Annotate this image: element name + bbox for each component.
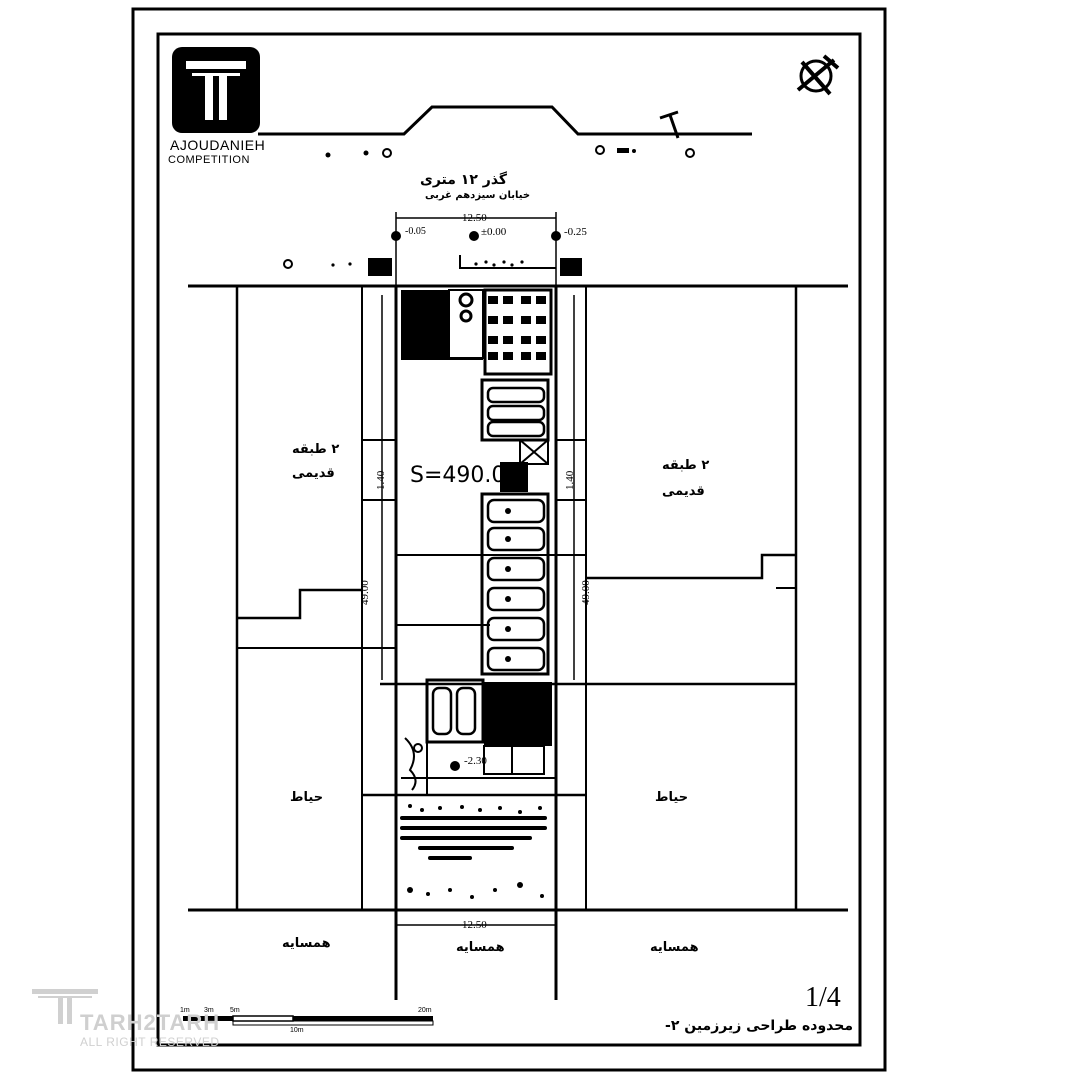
sheet-caption: محدوده طراحی زیرزمین ۲- (665, 1018, 853, 1034)
street-subtitle: خیابان سیزدهم غربی (425, 190, 531, 201)
street-title: گذر ۱۲ متری (420, 172, 508, 188)
level-courtyard: -2.30 (464, 755, 487, 767)
scale-bar-label-3m: 3m (204, 1007, 214, 1014)
watermark-title: TARH2TARH (80, 1010, 221, 1035)
right-yard-label: حیاط (655, 790, 689, 805)
t-letter-icon (186, 61, 246, 120)
right-building-label-line1: ۲ طبقه (662, 458, 710, 473)
dimension-width-bottom: 12.50 (462, 919, 487, 931)
left-building-label-line2: قدیمی (292, 466, 335, 481)
sheet-scale-ratio: 1/4 (805, 982, 841, 1013)
site-area-label: S=490.00 (410, 463, 520, 488)
bottom-left-neighbor-label: همسایه (282, 936, 331, 951)
brand-name-line1: AJOUDANIEH (170, 137, 266, 153)
right-building-label-line2: قدیمی (662, 484, 705, 499)
dimension-depth-right: 49.00 (580, 580, 592, 605)
watermark-subtitle: ALL RIGHT RESERVED (80, 1035, 220, 1049)
dimension-width-top: 12.50 (462, 212, 487, 224)
north-arrow-icon (796, 54, 840, 96)
level-center: ±0.00 (481, 226, 507, 238)
level-left: -0.05 (405, 226, 426, 237)
scale-bar-label-20m: 20m (418, 1007, 432, 1014)
dimension-depth-left: 49.00 (359, 580, 371, 605)
dimension-offset-left: 1.40 (375, 470, 387, 490)
bottom-right-neighbor-label: همسایه (650, 940, 699, 955)
watermark-logo-icon (32, 989, 98, 1024)
left-building-label-line1: ۲ طبقه (292, 442, 340, 457)
left-yard-label: حیاط (290, 790, 324, 805)
brand-logo (172, 47, 260, 133)
brand-name-line2: COMPETITION (168, 154, 250, 166)
scale-bar-label-5m: 5m (230, 1007, 240, 1014)
bottom-center-neighbor-label: همسایه (456, 940, 505, 955)
dimension-offset-right: 1.40 (564, 470, 576, 490)
level-right: -0.25 (564, 226, 587, 238)
scale-bar-label-10m: 10m (290, 1027, 304, 1034)
scale-bar-label-1m: 1m (180, 1007, 190, 1014)
